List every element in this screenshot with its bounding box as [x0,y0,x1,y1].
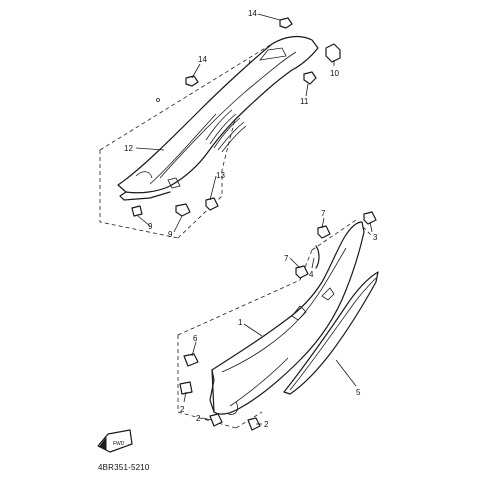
upper-side-cover-part [117,35,319,201]
damper-part-9b [175,203,191,217]
callout-13: 13 [216,171,225,180]
callout-leader-lines [135,13,373,425]
lower-small-parts [179,211,377,431]
clip-part-2b [209,413,223,427]
callout-2-left: 2 [180,405,185,414]
callout-9-right: 9 [168,230,173,239]
callout-11: 11 [300,97,309,106]
lower-trim-strip-part [283,271,379,395]
clip-part-2a [179,381,193,395]
nut-part-13 [205,197,219,211]
callout-14-top: 14 [248,9,257,18]
callout-5: 5 [356,388,361,397]
upper-small-parts [131,17,341,217]
callout-14-upper: 14 [198,55,207,64]
callout-6: 6 [193,334,198,343]
callout-4: 4 [309,270,314,279]
callout-7-lower: 7 [284,254,289,263]
callout-3: 3 [373,233,378,242]
callout-2-right: 2 [264,420,269,429]
screw-part-6 [183,353,199,367]
callout-12: 12 [124,144,133,153]
forward-arrow-label: FWD [113,441,125,447]
callout-2-middle: 2 [196,414,201,423]
callout-10: 10 [330,69,339,78]
drawing-code: 4BR351-5210 [98,463,150,472]
screw-part-14a [279,17,293,29]
grommet-part-3 [363,211,377,225]
nut-part-7a [317,225,331,239]
callout-7-upper: 7 [321,209,326,218]
callout-9-left: 9 [148,222,153,231]
clip-part-2c [247,417,261,431]
grommet-part-10 [325,43,341,63]
nut-part-7b [295,265,309,279]
lower-side-cover-part [209,221,365,415]
forward-direction-arrow-icon: FWD [97,429,133,453]
damper-part-9a [131,205,143,217]
callout-1: 1 [238,318,243,327]
clip-part-11 [303,71,317,85]
callout-labels: 14 14 10 11 12 13 9 9 7 7 3 4 1 6 5 2 2 … [124,9,378,429]
